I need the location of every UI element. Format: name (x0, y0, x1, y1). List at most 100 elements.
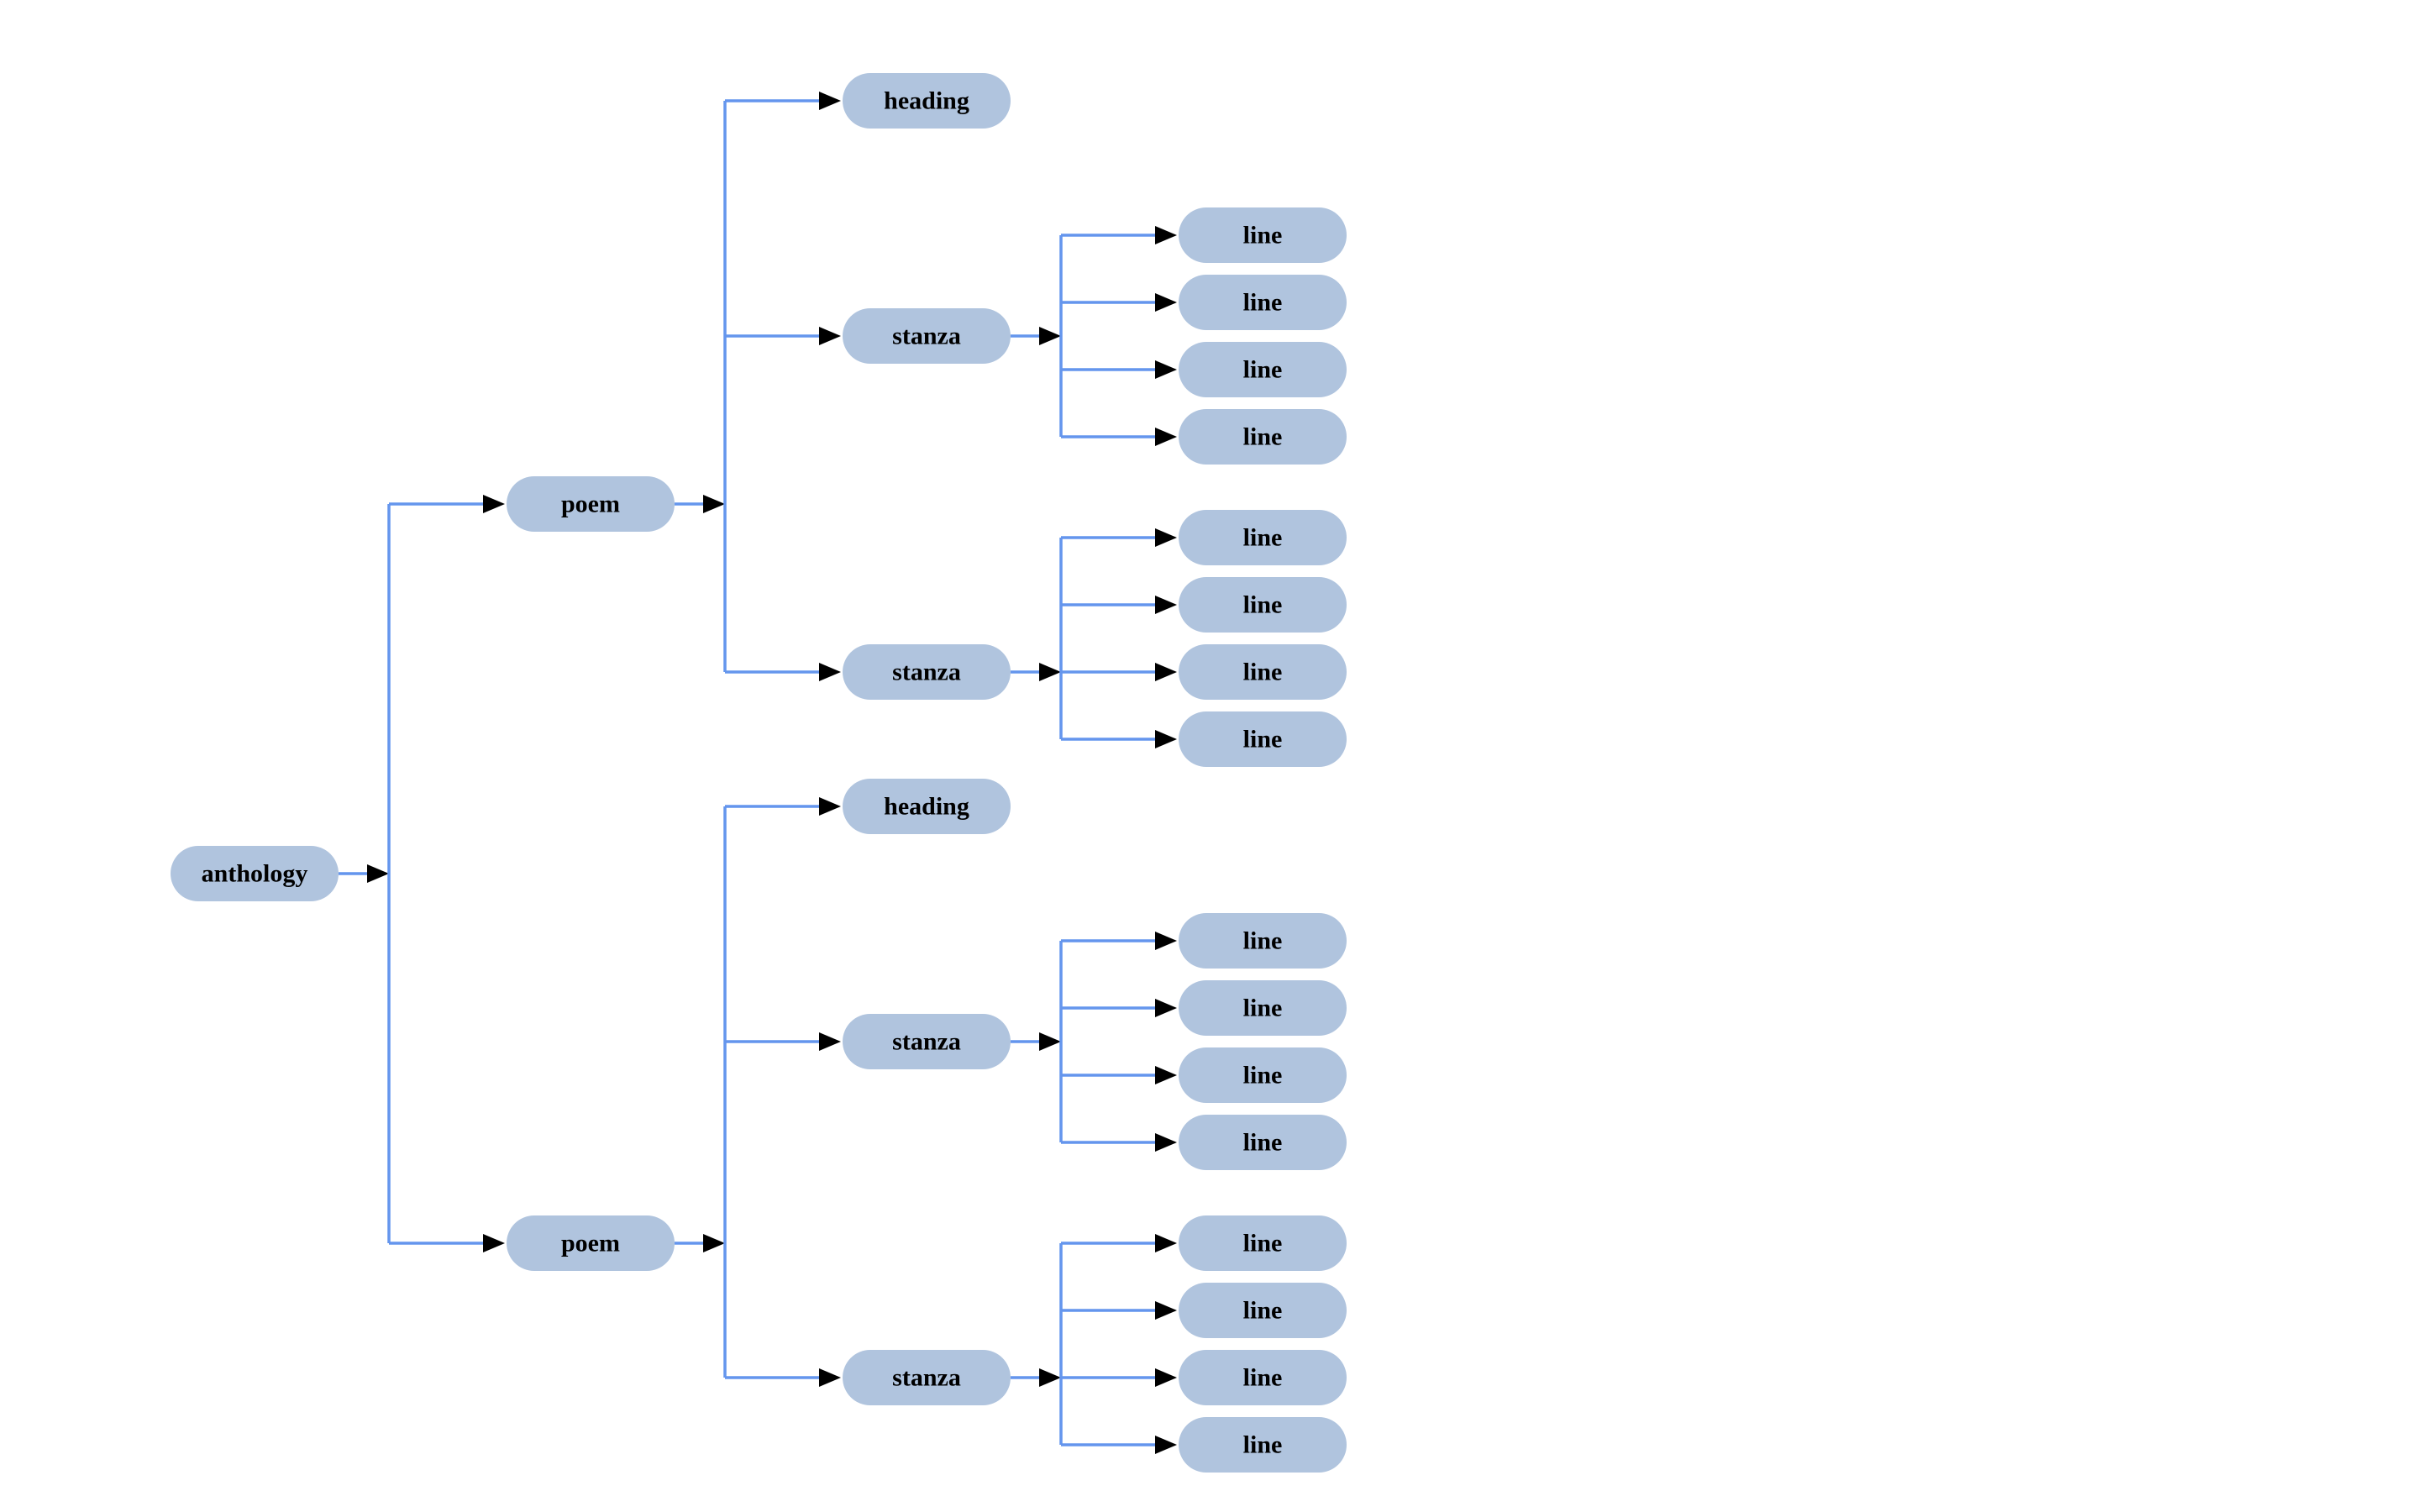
arrowhead-icon (1155, 1301, 1177, 1320)
node-label: line (1243, 1230, 1283, 1257)
tree-node-anthology: anthology (171, 846, 339, 901)
arrowhead-icon (703, 495, 725, 513)
node-pill (1179, 409, 1347, 465)
arrowhead-icon (1039, 327, 1061, 345)
arrowhead-icon (819, 92, 841, 110)
arrowhead-icon (1039, 663, 1061, 681)
node-label: line (1243, 1129, 1283, 1157)
node-pill (1179, 342, 1347, 397)
node-label: heading (884, 87, 969, 115)
node-label: stanza (892, 1028, 961, 1056)
arrowhead-icon (483, 1234, 505, 1252)
node-pill (1179, 644, 1347, 700)
node-pill (1179, 1115, 1347, 1170)
tree-node-poem-1-stanza-2-line-2: line (1179, 577, 1347, 633)
node-pill (1179, 1215, 1347, 1271)
tree-node-poem-2-heading: heading (843, 779, 1011, 834)
node-label: stanza (892, 1364, 961, 1392)
arrowhead-icon (1155, 730, 1177, 748)
arrowhead-icon (703, 1234, 725, 1252)
arrowhead-icon (483, 495, 505, 513)
node-pill (1179, 1350, 1347, 1405)
tree-node-poem-2-stanza-2-line-2: line (1179, 1283, 1347, 1338)
tree-node-poem-1-stanza-1-line-2: line (1179, 275, 1347, 330)
arrowhead-icon (1155, 596, 1177, 614)
tree-node-poem-1-stanza-1: stanza (843, 308, 1011, 364)
node-pill (1179, 1283, 1347, 1338)
tree-node-poem-2-stanza-2-line-4: line (1179, 1417, 1347, 1473)
node-pill (1179, 577, 1347, 633)
tree-node-poem-1-stanza-2-line-3: line (1179, 644, 1347, 700)
arrowhead-icon (1155, 528, 1177, 547)
node-label: line (1243, 356, 1283, 384)
tree-node-poem-2: poem (507, 1215, 675, 1271)
edges-layer (339, 92, 1177, 1454)
node-label: poem (561, 1230, 620, 1257)
node-label: line (1243, 1431, 1283, 1459)
node-label: line (1243, 524, 1283, 552)
node-label: line (1243, 591, 1283, 619)
node-label: line (1243, 659, 1283, 686)
tree-node-poem-2-stanza-1-line-1: line (1179, 913, 1347, 969)
arrowhead-icon (1155, 360, 1177, 379)
arrowhead-icon (1155, 1234, 1177, 1252)
node-label: stanza (892, 659, 961, 686)
node-pill (843, 308, 1011, 364)
tree-node-poem-2-stanza-2-line-3: line (1179, 1350, 1347, 1405)
tree-node-poem-2-stanza-2-line-1: line (1179, 1215, 1347, 1271)
node-pill (1179, 1047, 1347, 1103)
arrowhead-icon (819, 797, 841, 816)
node-pill (1179, 1417, 1347, 1473)
tree-node-poem-1-stanza-2: stanza (843, 644, 1011, 700)
node-pill (843, 644, 1011, 700)
tree-node-poem-1-stanza-2-line-1: line (1179, 510, 1347, 565)
tree-node-poem-1-stanza-1-line-3: line (1179, 342, 1347, 397)
arrowhead-icon (1155, 1133, 1177, 1152)
arrowhead-icon (1155, 999, 1177, 1017)
arrowhead-icon (1155, 1066, 1177, 1084)
node-label: poem (561, 491, 620, 518)
tree-node-poem-2-stanza-1-line-3: line (1179, 1047, 1347, 1103)
arrowhead-icon (1155, 1368, 1177, 1387)
node-pill (1179, 913, 1347, 969)
tree-node-poem-2-stanza-1: stanza (843, 1014, 1011, 1069)
tree-node-poem-2-stanza-2: stanza (843, 1350, 1011, 1405)
node-label: line (1243, 995, 1283, 1022)
arrowhead-icon (1039, 1032, 1061, 1051)
node-label: line (1243, 1062, 1283, 1089)
arrowhead-icon (1155, 428, 1177, 446)
node-label: line (1243, 289, 1283, 317)
tree-node-poem-1-stanza-2-line-4: line (1179, 711, 1347, 767)
node-label: line (1243, 222, 1283, 249)
tree-node-poem-1: poem (507, 476, 675, 532)
node-pill (843, 73, 1011, 129)
tree-node-poem-1-stanza-1-line-1: line (1179, 207, 1347, 263)
node-pill (171, 846, 339, 901)
node-pill (1179, 207, 1347, 263)
arrowhead-icon (819, 663, 841, 681)
nodes-layer: anthology poem heading stanza line line line li… (171, 73, 1347, 1473)
node-label: line (1243, 423, 1283, 451)
arrowhead-icon (367, 864, 389, 883)
arrowhead-icon (819, 1032, 841, 1051)
node-label: line (1243, 1364, 1283, 1392)
arrowhead-icon (1039, 1368, 1061, 1387)
node-label: line (1243, 1297, 1283, 1325)
arrowhead-icon (819, 327, 841, 345)
node-label: stanza (892, 323, 961, 350)
node-pill (507, 476, 675, 532)
tree-node-poem-1-heading: heading (843, 73, 1011, 129)
node-pill (1179, 510, 1347, 565)
tree-node-poem-2-stanza-1-line-4: line (1179, 1115, 1347, 1170)
node-pill (1179, 980, 1347, 1036)
tree-node-poem-2-stanza-1-line-2: line (1179, 980, 1347, 1036)
node-label: line (1243, 726, 1283, 753)
arrowhead-icon (1155, 1436, 1177, 1454)
arrowhead-icon (1155, 293, 1177, 312)
arrowhead-icon (1155, 932, 1177, 950)
node-pill (843, 779, 1011, 834)
node-pill (843, 1014, 1011, 1069)
node-pill (507, 1215, 675, 1271)
tree-node-poem-1-stanza-1-line-4: line (1179, 409, 1347, 465)
